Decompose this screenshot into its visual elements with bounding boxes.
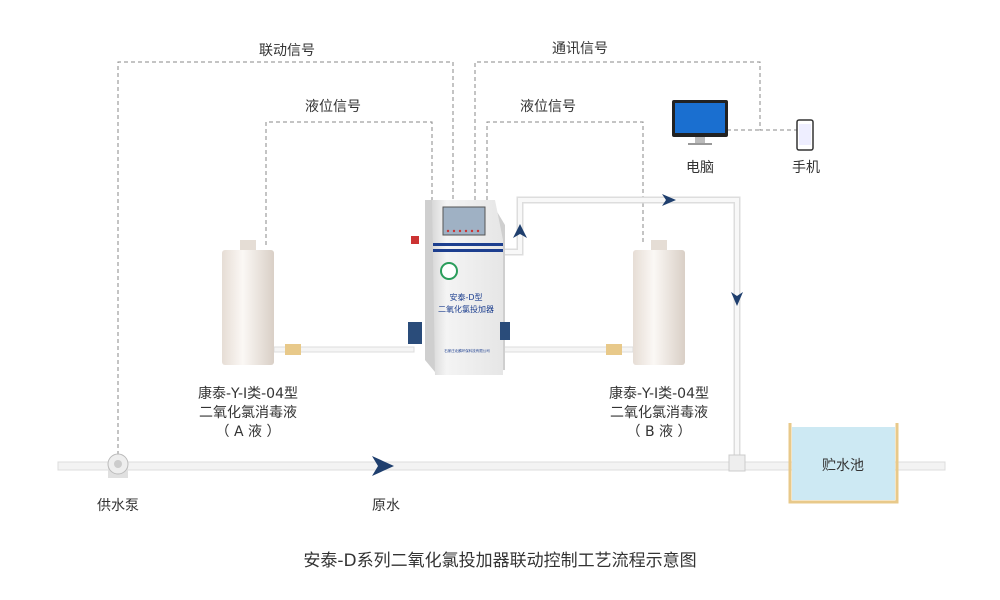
right-arrow-icon — [662, 194, 676, 206]
tank-a-tag: （ A 液 ） — [216, 424, 281, 440]
valve-b — [606, 344, 622, 355]
tank-b-name: 二氧化氯消毒液 — [610, 405, 708, 421]
dosing-pipe — [505, 196, 746, 472]
raw-water-arrow-icon — [372, 456, 394, 476]
metering-pump-b — [500, 322, 510, 340]
tank-a-model: 康泰-Y-Ⅰ类-04型 — [198, 385, 298, 402]
level-signal-line-right — [486, 121, 644, 245]
tank-a-name: 二氧化氯消毒液 — [199, 405, 297, 421]
metering-pump-a — [408, 322, 422, 344]
linkage-signal-line — [117, 61, 454, 455]
level-signal-label-right: 液位信号 — [520, 99, 576, 115]
level-signal-line-left — [265, 121, 433, 245]
dispenser-name: 二氧化氯投加器 — [438, 304, 494, 314]
pool-label: 贮水池 — [822, 458, 864, 474]
up-arrow-icon — [513, 224, 527, 238]
pump-label: 供水泵 — [97, 498, 139, 514]
tank-b-model: 康泰-Y-Ⅰ类-04型 — [609, 385, 709, 402]
tank-b — [633, 240, 685, 365]
communication-signal-label: 通讯信号 — [552, 41, 608, 57]
water-pipe — [57, 461, 946, 471]
storage-pool — [788, 423, 899, 504]
computer-label: 电脑 — [686, 160, 714, 176]
logo-icon — [440, 262, 458, 280]
phone-icon — [796, 119, 814, 151]
supply-pump-icon — [107, 453, 129, 478]
signal-lines — [117, 61, 797, 455]
linkage-signal-label: 联动信号 — [259, 43, 315, 59]
communication-signal-line — [474, 61, 797, 200]
raw-water-label: 原水 — [372, 498, 400, 514]
valve-a — [285, 344, 301, 355]
tank-b-tag: （ B 液 ） — [627, 424, 692, 440]
valve-knob — [411, 236, 419, 244]
dispenser-cabinet: 安泰-D型 二氧化氯投加器 石家庄北麟环保科技有限公司 — [408, 200, 510, 375]
dispenser-company: 石家庄北麟环保科技有限公司 — [444, 348, 490, 353]
flow-arrows — [372, 194, 743, 476]
down-arrow-icon — [731, 292, 743, 306]
diagram-title: 安泰-D系列二氧化氯投加器联动控制工艺流程示意图 — [303, 551, 696, 571]
dispenser-model: 安泰-D型 — [449, 292, 482, 302]
computer-icon — [672, 100, 728, 145]
tank-a — [222, 240, 274, 365]
phone-label: 手机 — [792, 160, 820, 176]
level-signal-label-left: 液位信号 — [305, 99, 361, 115]
